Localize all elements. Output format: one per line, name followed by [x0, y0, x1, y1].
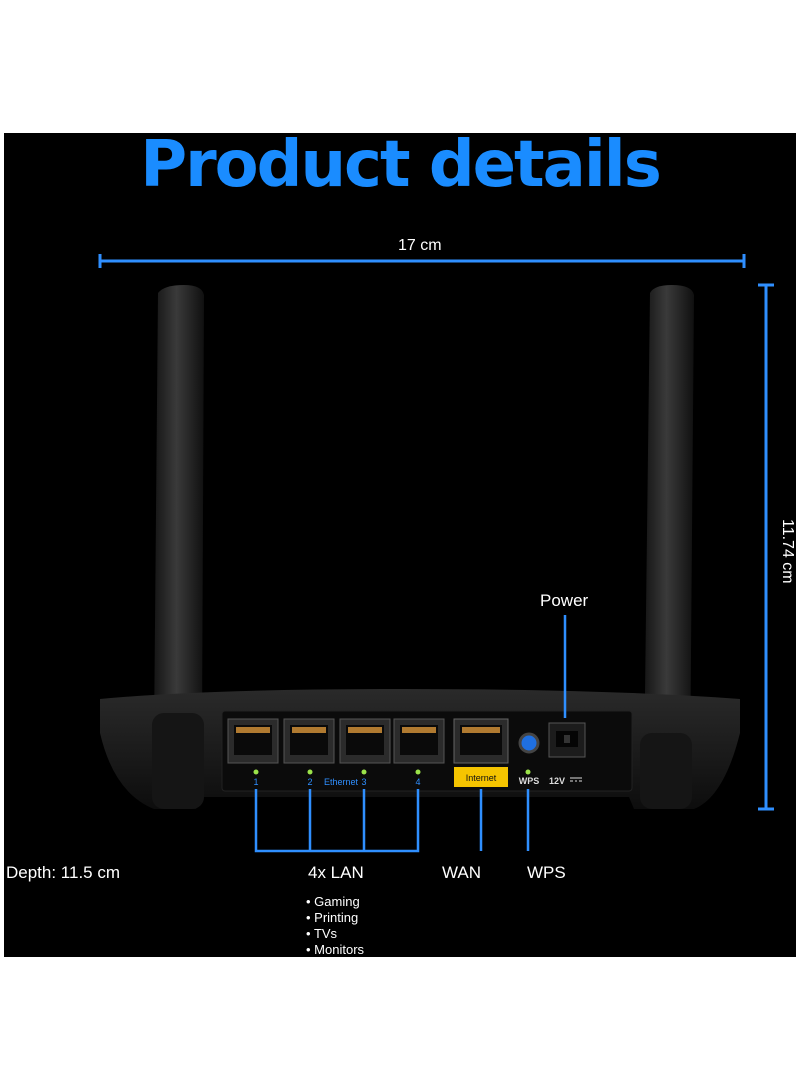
internet-tag [454, 767, 508, 787]
lan-callout-label: 4x LAN [308, 863, 364, 882]
wps-callout-label: WPS [527, 863, 566, 882]
dc-symbol-icon [570, 777, 582, 782]
right-antenna-base [640, 733, 692, 809]
list-item: Printing [306, 910, 364, 926]
power-callout-label: Power [540, 591, 589, 610]
wps-button [518, 732, 540, 754]
depth-label: Depth: 11.5 cm [6, 863, 121, 882]
list-item: Monitors [306, 942, 364, 957]
width-label: 17 cm [398, 237, 442, 254]
product-details-panel: Product details [4, 133, 796, 957]
list-item: Gaming [306, 894, 364, 910]
right-antenna [644, 285, 694, 773]
power-jack [548, 722, 586, 758]
internet-tag-label: Internet [466, 773, 497, 783]
list-item: TVs [306, 926, 364, 942]
page-title: Product details [140, 133, 662, 202]
callout-lines [254, 615, 567, 853]
port-number-3: 3 [361, 777, 366, 787]
wan-port [453, 718, 509, 764]
port-number-4: 4 [415, 777, 420, 787]
height-dimension-line [758, 283, 774, 811]
wps-plate-label: WPS [519, 776, 540, 786]
wan-callout-label: WAN [442, 863, 482, 882]
router-illustration: 1 2 Ethernet 3 4 Internet WPS 12V [98, 254, 774, 853]
lan-ports [227, 718, 445, 764]
port-number-2: 2 [307, 777, 312, 787]
power-plate-label: 12V [549, 776, 565, 786]
left-antenna-base [152, 713, 204, 809]
left-antenna [154, 285, 204, 733]
lan-uses-list: Gaming Printing TVs Monitors [306, 894, 364, 957]
status-leds [253, 769, 531, 775]
ethernet-label: Ethernet [324, 777, 359, 787]
height-label: 11.74 cm [779, 519, 796, 584]
port-number-1: 1 [253, 777, 258, 787]
width-dimension-line [98, 254, 746, 268]
